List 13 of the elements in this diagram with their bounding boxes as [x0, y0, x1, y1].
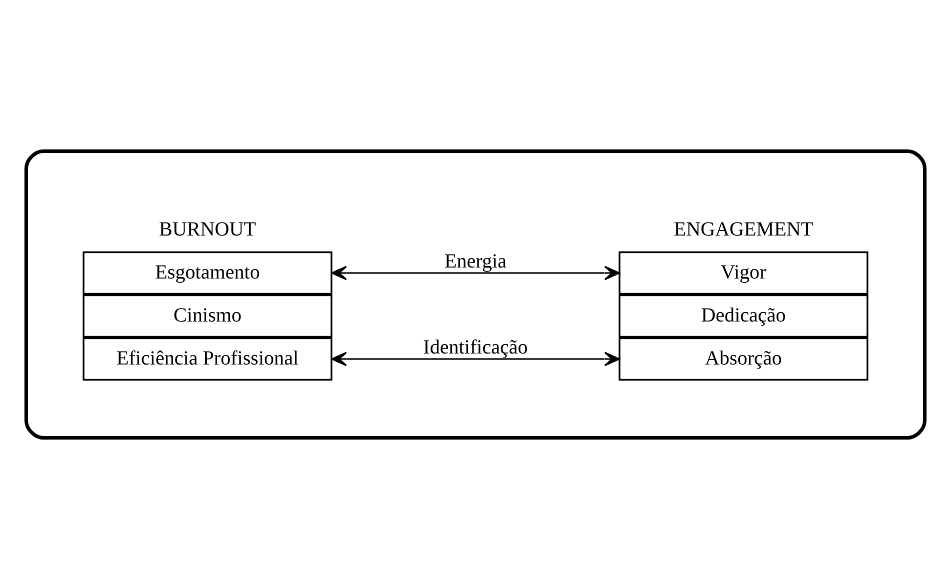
label: ENGAGEMENT [674, 218, 814, 240]
edge-label: Energia [444, 250, 506, 272]
cluster [24, 148, 927, 440]
node-box: Cinismo [82, 294, 332, 338]
node-box: Esgotamento [82, 250, 332, 294]
label: BURNOUT [159, 218, 256, 240]
node-box: Dedicação [618, 294, 868, 338]
node-box: Absorção [618, 336, 868, 380]
arrow [331, 265, 620, 280]
arrow [331, 351, 620, 366]
edge-label: Identificação [423, 336, 528, 358]
node-box: Vigor [618, 250, 868, 294]
node-box: Eficiência Profissional [82, 336, 332, 380]
